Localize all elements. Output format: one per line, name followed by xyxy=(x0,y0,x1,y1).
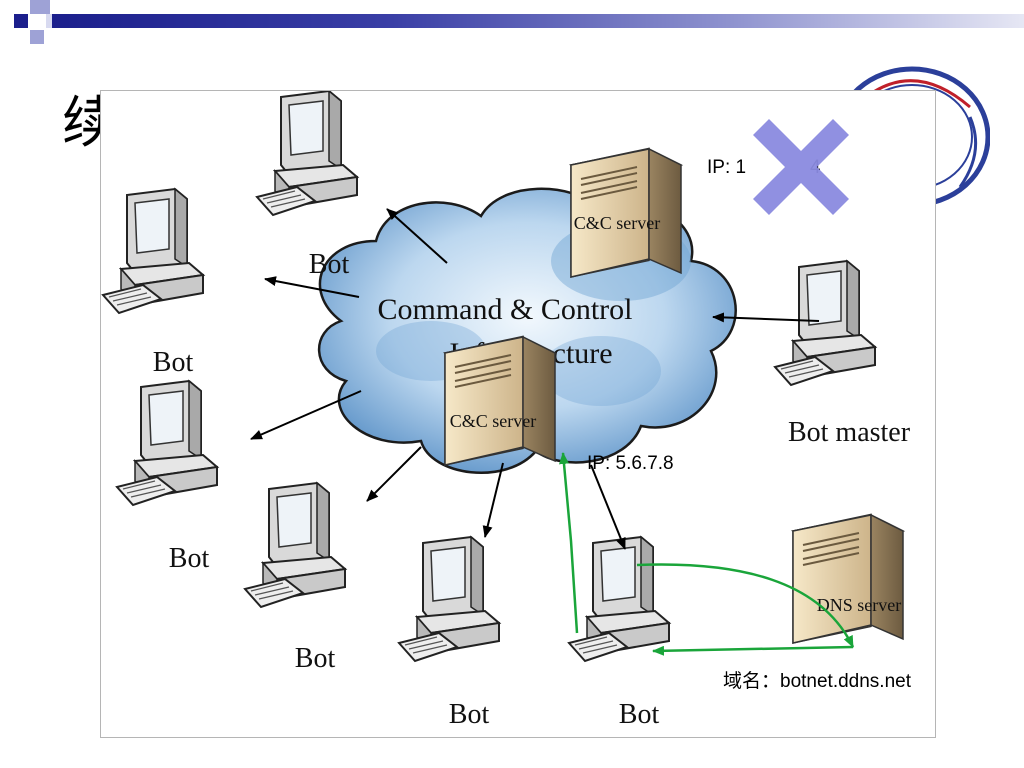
bot-master-label: Bot master xyxy=(788,417,911,448)
bot-computer xyxy=(256,91,358,216)
arrow-to-bot xyxy=(366,446,422,502)
dns-query-arrow xyxy=(636,563,855,648)
dns-server-label: DNS server xyxy=(817,595,901,615)
deco-square xyxy=(30,30,44,44)
blocked-ip-start: IP: 1 xyxy=(707,157,746,178)
cnc-server-top-label: C&C server xyxy=(574,213,660,233)
arrow-to-bot xyxy=(482,462,504,538)
bot-label: Bot xyxy=(309,249,350,280)
domain-name-label: 域名：botnet.ddns.net xyxy=(723,670,912,692)
botnet-diagram: Command & Control Infrastructure C&C ser… xyxy=(102,91,912,730)
bot-computer xyxy=(568,536,670,662)
header-gradient-bar xyxy=(52,14,1024,28)
bot-master-computer xyxy=(774,260,876,386)
deco-square xyxy=(30,0,50,14)
dns-server xyxy=(792,513,904,644)
dns-reply-arrow xyxy=(652,645,854,656)
arrow-to-bot xyxy=(590,464,626,550)
blocked-x-icon xyxy=(753,119,849,215)
active-ip-label: IP: 5.6.7.8 xyxy=(587,453,674,474)
bot-computer xyxy=(398,536,500,662)
arrow-to-bot xyxy=(250,390,362,440)
deco-square xyxy=(14,14,28,28)
bot-to-cnc-arrow xyxy=(559,452,579,634)
bot-computer xyxy=(116,380,218,506)
cnc-server-bottom xyxy=(444,335,556,466)
bot-label: Bot xyxy=(295,643,336,674)
cnc-server-bottom-label: C&C server xyxy=(450,411,536,431)
arrow-to-bot xyxy=(386,208,448,264)
arrow-from-bot-master xyxy=(712,312,820,323)
bot-label: Bot xyxy=(449,699,490,730)
bot-label: Bot xyxy=(619,699,660,730)
diagram-frame: Command & Control Infrastructure C&C ser… xyxy=(100,90,936,738)
bot-computer xyxy=(102,188,204,314)
bot-label: Bot xyxy=(169,543,210,574)
bot-computer xyxy=(244,482,346,608)
bot-label: Bot xyxy=(153,347,194,378)
cloud-title-line1: Command & Control xyxy=(378,293,633,326)
arrow-to-bot xyxy=(264,276,360,298)
